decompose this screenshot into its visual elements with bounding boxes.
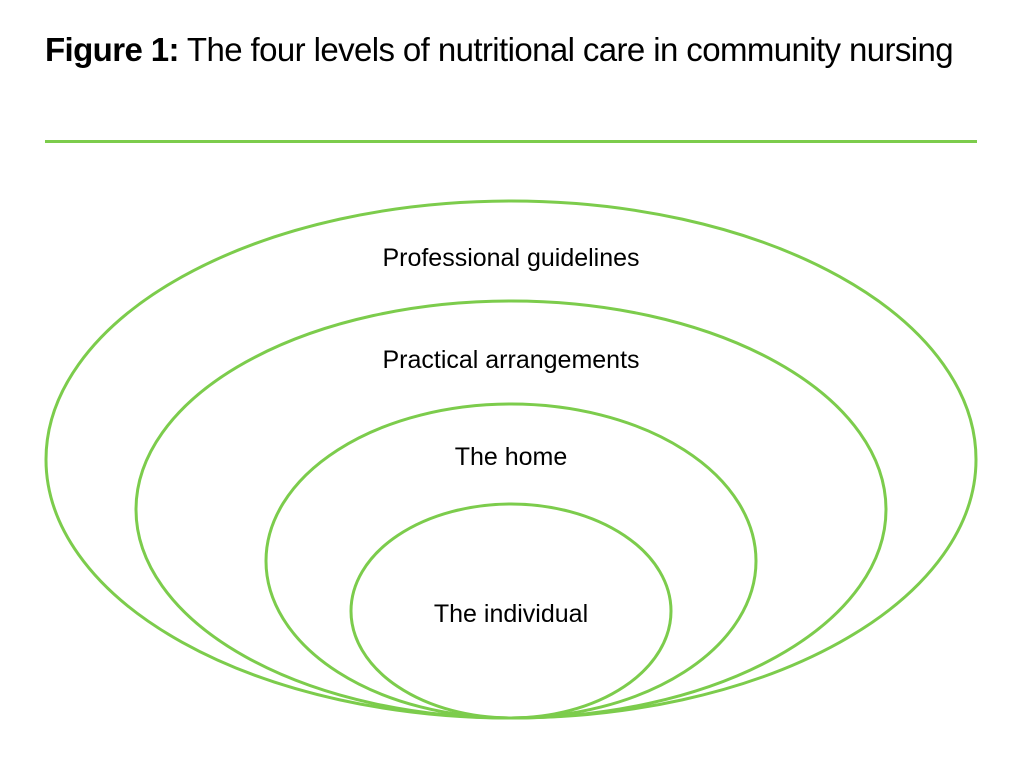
label-the-home: The home bbox=[455, 443, 568, 471]
figure-title: The four levels of nutritional care in c… bbox=[178, 31, 954, 68]
divider-line bbox=[45, 140, 977, 143]
level-labels: Professional guidelines Practical arrang… bbox=[382, 244, 639, 628]
label-professional-guidelines: Professional guidelines bbox=[382, 244, 639, 272]
level-ellipses bbox=[44, 199, 978, 720]
ellipse-the-individual bbox=[349, 502, 673, 720]
label-practical-arrangements: Practical arrangements bbox=[382, 346, 639, 374]
figure-label: Figure 1: bbox=[45, 31, 180, 68]
label-the-individual: The individual bbox=[434, 600, 588, 628]
figure-caption: Figure 1: The four levels of nutritional… bbox=[45, 27, 985, 73]
